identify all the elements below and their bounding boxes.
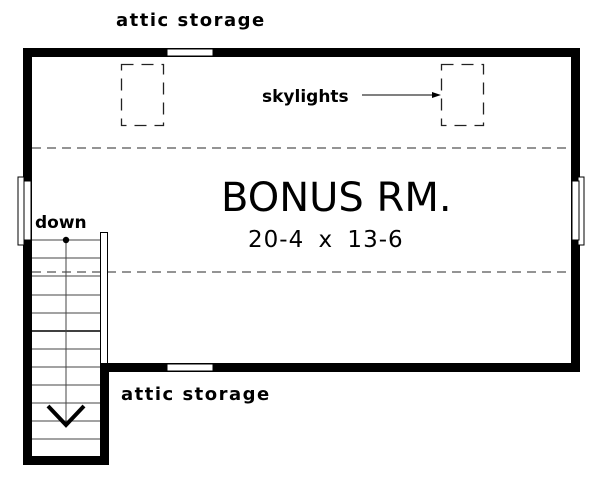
staircase (32, 232, 108, 440)
stair-down-arrow-icon (46, 404, 86, 428)
attic-opening-top (166, 48, 214, 57)
window-left (17, 176, 32, 246)
room-name: BONUS RM. (221, 175, 452, 221)
skylights-label: skylights (262, 87, 349, 107)
stair-start-dot-icon (62, 236, 70, 244)
stairs-down-label: down (35, 213, 87, 233)
room-dimensions: 20-4 x 13-6 (248, 227, 404, 253)
attic-storage-bottom-label: attic storage (121, 384, 271, 405)
attic-storage-top-label: attic storage (116, 10, 266, 31)
attic-opening-bottom (166, 363, 214, 372)
skylight-left (120, 63, 165, 127)
window-right (571, 176, 585, 246)
skylight-right (440, 63, 485, 127)
skylight-arrow-icon (362, 92, 441, 98)
